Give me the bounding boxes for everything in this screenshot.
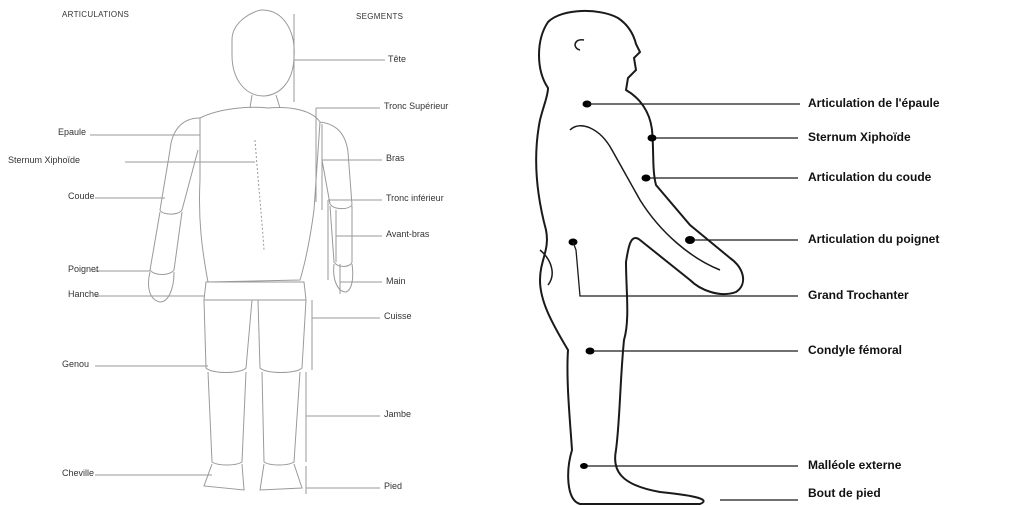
header-articulations: ARTICULATIONS	[62, 10, 129, 19]
label-hanche: Hanche	[68, 289, 99, 299]
label-tete: Tête	[388, 54, 406, 64]
label-tronc-inferieur: Tronc inférieur	[386, 193, 444, 203]
marker-coude	[642, 175, 651, 182]
profile-arm-line	[570, 126, 720, 270]
label-coude: Coude	[68, 191, 95, 201]
mannequin-head	[232, 10, 294, 96]
landmark-markers	[569, 101, 696, 470]
articulation-leaders	[90, 135, 255, 475]
label-cheville: Cheville	[62, 468, 94, 478]
mannequin-hand-right	[148, 272, 174, 302]
label-condyle-femoral: Condyle fémoral	[808, 343, 902, 357]
front-mannequin	[148, 10, 352, 490]
mannequin-pelvis	[204, 282, 306, 300]
label-bout-de-pied: Bout de pied	[808, 486, 881, 500]
mannequin-thigh-right	[204, 300, 252, 373]
landmark-leaders	[573, 104, 800, 500]
segment-brackets	[294, 14, 385, 494]
mannequin-arm-left-upper	[320, 122, 352, 209]
mannequin-shin-left	[262, 372, 300, 465]
label-articulation-coude: Articulation du coude	[808, 170, 931, 184]
label-sternum-xiphoide: Sternum Xiphoïde	[8, 155, 80, 165]
label-epaule: Epaule	[58, 127, 86, 137]
label-main: Main	[386, 276, 406, 286]
mannequin-thigh-left	[258, 300, 306, 373]
profile-silhouette	[536, 11, 743, 504]
mannequin-foot-left	[260, 464, 302, 490]
label-jambe: Jambe	[384, 409, 411, 419]
header-segments: SEGMENTS	[356, 12, 403, 21]
label-malleole-externe: Malléole externe	[808, 458, 901, 472]
label-articulation-epaule: Articulation de l'épaule	[808, 96, 940, 110]
label-cuisse: Cuisse	[384, 311, 412, 321]
label-avant-bras: Avant-bras	[386, 229, 429, 239]
profile-ear	[575, 40, 584, 50]
marker-condyle	[586, 348, 595, 355]
mannequin-hand-left	[334, 264, 353, 292]
mannequin-neck	[250, 95, 280, 108]
marker-sternum	[648, 135, 657, 142]
marker-malleole	[580, 463, 588, 469]
label-poignet: Poignet	[68, 264, 99, 274]
mannequin-arm-right-lower	[150, 212, 182, 275]
label-pied: Pied	[384, 481, 402, 491]
mannequin-axis	[255, 140, 264, 250]
mannequin-foot-right	[204, 464, 244, 490]
mannequin-shin-right	[208, 372, 246, 465]
mannequin-arm-right-upper	[160, 118, 200, 214]
marker-poignet	[685, 236, 695, 244]
label-grand-trochanter: Grand Trochanter	[808, 288, 909, 302]
label-tronc-superieur: Tronc Supérieur	[384, 101, 448, 111]
mannequin-torso	[199, 107, 320, 282]
label-genou: Genou	[62, 359, 89, 369]
label-articulation-poignet: Articulation du poignet	[808, 232, 939, 246]
label-sternum-xiphoide-right: Sternum Xiphoïde	[808, 130, 911, 144]
label-bras: Bras	[386, 153, 405, 163]
side-profile	[536, 11, 743, 504]
